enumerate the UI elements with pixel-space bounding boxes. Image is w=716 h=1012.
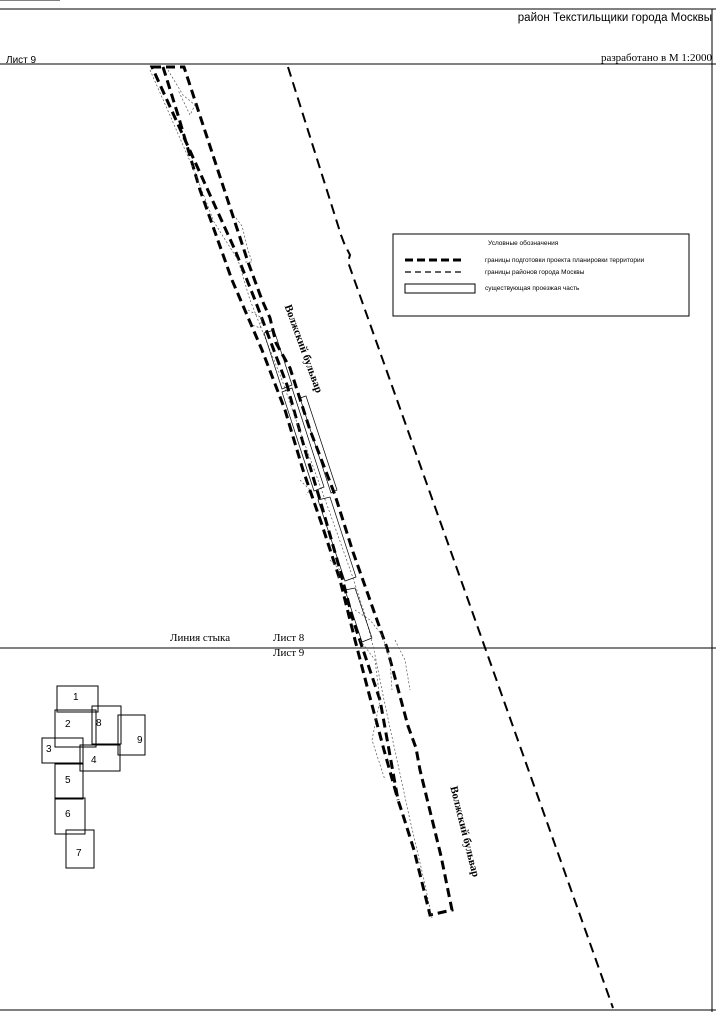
district-boundary-line — [287, 66, 614, 1009]
sheet-above-label: Лист 8 — [273, 632, 305, 644]
cadastral-lines — [149, 69, 433, 919]
legend-item-label: существующая проезжая часть — [485, 285, 580, 292]
index-sheet-number: 8 — [96, 718, 102, 729]
index-sheet-8 — [91, 705, 122, 745]
index-sheet-1 — [56, 685, 99, 713]
scale-label: разработано в М 1:2000 — [600, 52, 712, 64]
legend-item-label: границы подготовки проекта планировки те… — [485, 257, 645, 264]
index-sheet-6 — [54, 797, 86, 835]
index-sheet-9 — [117, 714, 146, 756]
legend-box — [392, 233, 690, 317]
legend-rectangle-symbol — [404, 283, 476, 294]
planning-boundary — [149, 65, 454, 917]
index-sheet-number: 4 — [91, 755, 97, 766]
index-sheet-3 — [41, 737, 84, 764]
index-sheet-number: 1 — [73, 692, 79, 703]
sheet-label: Лист 9 — [6, 55, 37, 66]
index-sheet-number: 6 — [65, 809, 71, 820]
carriageway — [263, 329, 373, 643]
index-sheet-2 — [54, 709, 97, 748]
sheet-below-label: Лист 9 — [273, 647, 305, 659]
index-sheet-number: 5 — [65, 775, 71, 786]
index-sheet-number: 2 — [65, 719, 71, 730]
index-sheet-5 — [54, 763, 84, 800]
district-title: район Текстильщики города Москвы — [517, 12, 712, 24]
sheet-index-map — [41, 685, 146, 869]
index-sheet-4 — [79, 744, 121, 772]
index-sheet-number: 7 — [76, 848, 82, 859]
planning-boundary-inner — [161, 66, 400, 801]
legend-title: Условные обозначения — [488, 240, 559, 247]
legend-item-label: границы районов города Москвы — [485, 269, 585, 276]
index-sheet-7 — [65, 829, 95, 869]
join-line-label: Линия стыка — [170, 632, 231, 644]
index-sheet-number: 3 — [46, 744, 52, 755]
index-sheet-number: 9 — [137, 735, 143, 746]
